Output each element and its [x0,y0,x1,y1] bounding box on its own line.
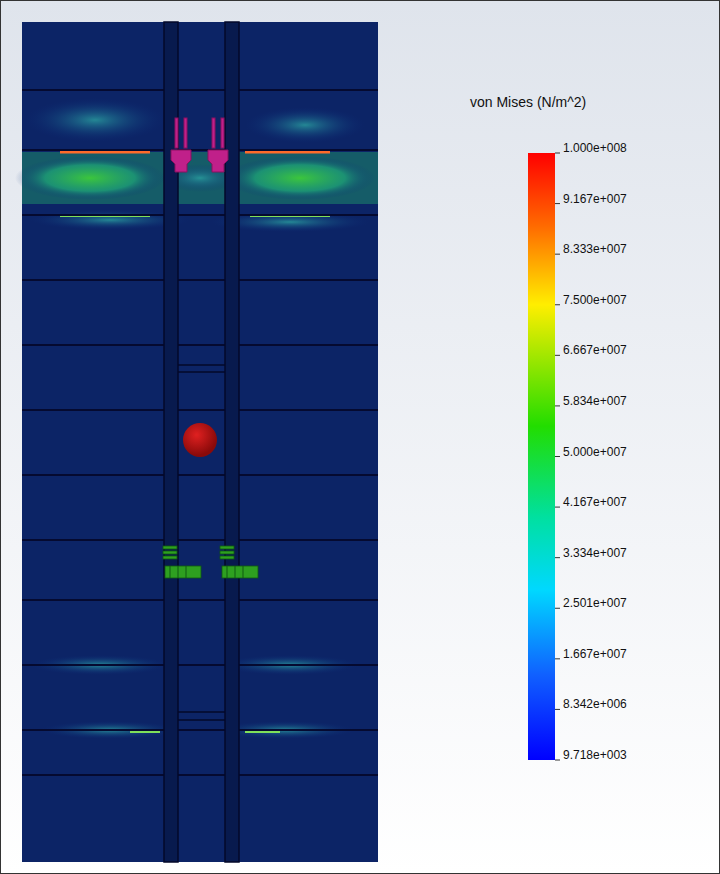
legend-title: von Mises (N/m^2) [470,94,586,110]
scale-tick [555,557,560,558]
scale-tick [555,608,560,609]
scale-value: 9.167e+007 [563,192,627,206]
scale-value: 4.167e+007 [563,495,627,509]
scale-tick [555,658,560,659]
scale-value: 3.334e+007 [563,546,627,560]
scale-value: 9.718e+003 [563,748,627,762]
scale-tick [555,507,560,508]
scale-value: 8.342e+006 [563,697,627,711]
scale-value: 5.000e+007 [563,445,627,459]
scale-value: 8.333e+007 [563,242,627,256]
scale-tick [555,405,560,406]
scale-tick [555,355,560,356]
scale-tick [555,203,560,204]
scale-tick [555,254,560,255]
scale-tick [555,456,560,457]
scale-value: 5.834e+007 [563,394,627,408]
scale-tick [555,709,560,710]
scale-value: 2.501e+007 [563,596,627,610]
scale-value: 7.500e+007 [563,293,627,307]
scale-tick [555,304,560,305]
scale-value: 1.667e+007 [563,647,627,661]
scale-tick [555,760,560,761]
scale-value: 6.667e+007 [563,343,627,357]
scale-value: 1.000e+008 [563,141,627,155]
scale-tick [555,153,560,154]
